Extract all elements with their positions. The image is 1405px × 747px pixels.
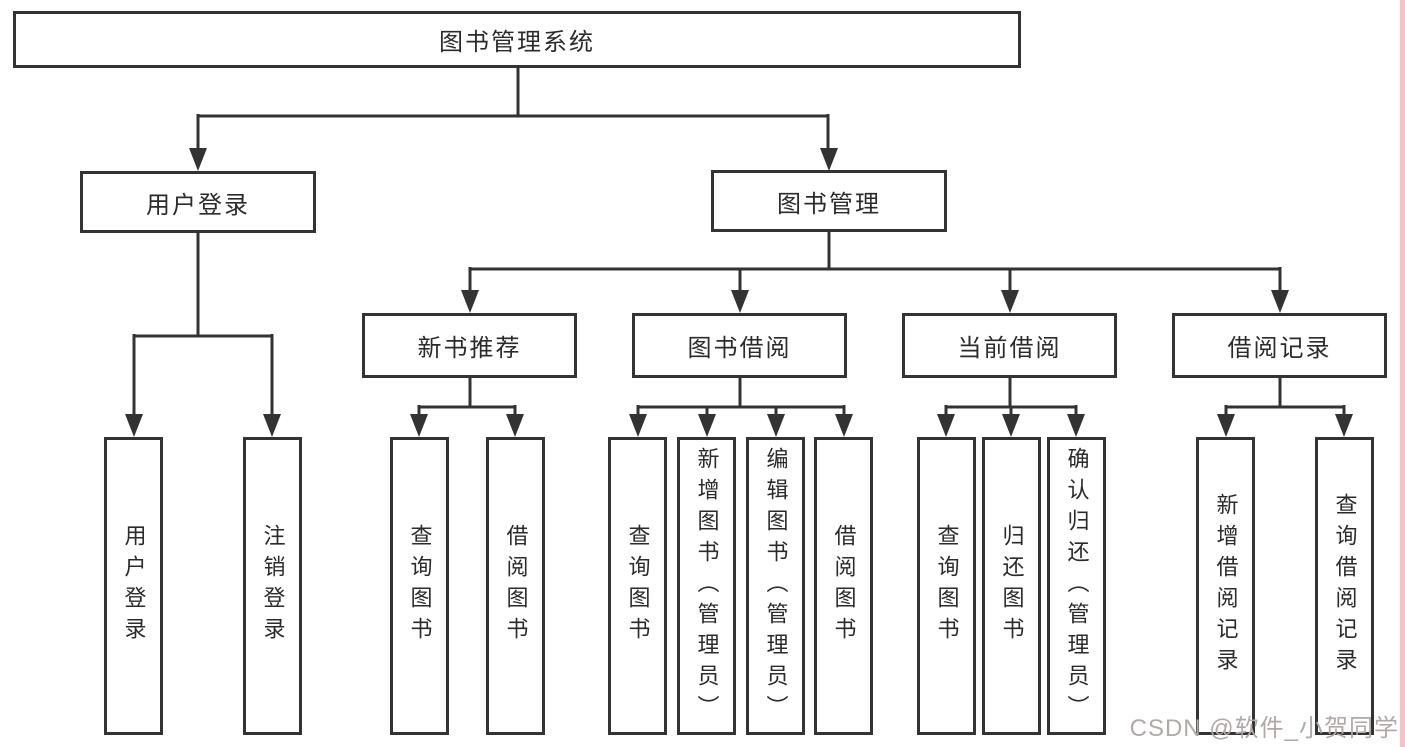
node-current-borrow-label: 当前借阅 [957,335,1062,362]
arrowheads [125,148,1353,437]
leaf-logout: 注销登录 [243,437,302,735]
leaf-cb-query-books-label: 查询图书 [934,524,960,648]
leaf-bb-query-books: 查询图书 [608,437,667,735]
node-library-system-label: 图书管理系统 [439,29,595,56]
node-borrow-records: 借阅记录 [1172,313,1387,378]
node-book-management: 图书管理 [711,170,947,232]
node-book-borrow: 图书借阅 [632,313,847,378]
leaf-nb-query-books-label: 查询图书 [407,524,433,648]
leaf-cb-return-books: 归还图书 [982,437,1041,735]
node-user-login-label: 用户登录 [146,191,250,219]
leaf-user-login: 用户登录 [104,437,163,735]
node-borrow-records-label: 借阅记录 [1227,335,1332,362]
leaf-bb-query-books-label: 查询图书 [625,524,651,648]
right-edge-strip [1400,0,1405,747]
node-current-borrow: 当前借阅 [902,313,1117,378]
node-user-login: 用户登录 [80,171,316,233]
leaf-bb-add-book-admin-label: 新增图书（管理员） [694,446,720,726]
leaf-br-query-record: 查询借阅记录 [1315,437,1374,735]
leaf-bb-edit-book-admin-label: 编辑图书（管理员） [763,446,789,726]
csdn-watermark: CSDN @软件_小贺同学 [1129,715,1399,742]
node-new-book-recommend-label: 新书推荐 [417,335,522,362]
leaf-cb-query-books: 查询图书 [917,437,976,735]
leaf-br-add-record: 新增借阅记录 [1196,437,1255,735]
leaf-bb-borrow-books: 借阅图书 [814,437,873,735]
node-book-management-label: 图书管理 [777,190,881,218]
leaf-nb-query-books: 查询图书 [390,437,449,735]
leaf-cb-return-books-label: 归还图书 [999,524,1025,648]
leaf-cb-confirm-return-admin: 确认归还（管理员） [1047,437,1106,735]
leaf-nb-borrow-books-label: 借阅图书 [503,524,529,648]
node-new-book-recommend: 新书推荐 [362,313,577,378]
leaf-br-query-record-label: 查询借阅记录 [1332,493,1358,679]
leaf-bb-borrow-books-label: 借阅图书 [831,524,857,648]
leaf-nb-borrow-books: 借阅图书 [486,437,545,735]
node-library-system: 图书管理系统 [13,11,1021,68]
leaf-bb-edit-book-admin: 编辑图书（管理员） [746,437,805,735]
leaf-user-login-label: 用户登录 [121,524,147,648]
leaf-bb-add-book-admin: 新增图书（管理员） [677,437,736,735]
node-book-borrow-label: 图书借阅 [687,335,792,362]
leaf-br-add-record-label: 新增借阅记录 [1213,493,1239,679]
leaf-cb-confirm-return-admin-label: 确认归还（管理员） [1064,446,1090,726]
leaf-logout-label: 注销登录 [260,524,286,648]
